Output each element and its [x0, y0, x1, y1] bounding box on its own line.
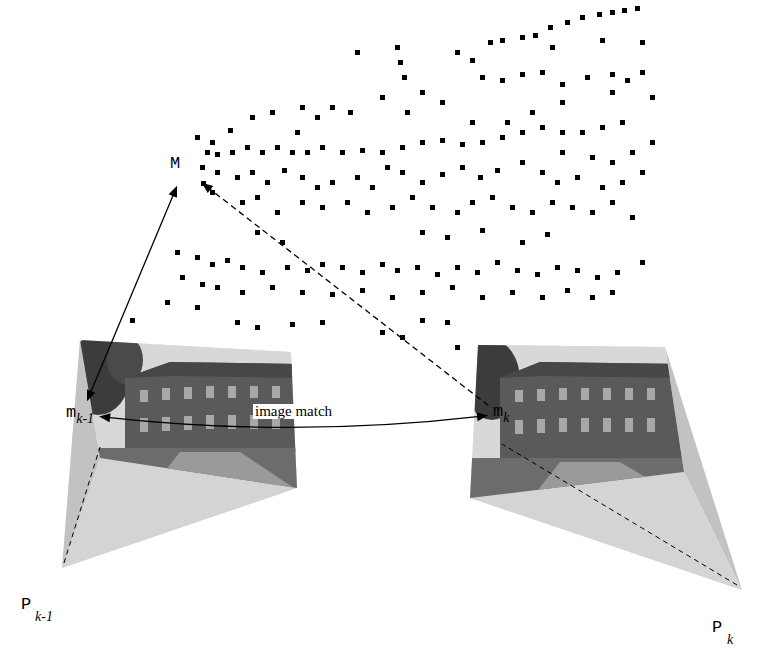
arrow-head	[477, 412, 488, 421]
camera-name: P	[21, 596, 31, 613]
point-name: m	[66, 403, 76, 422]
arrow-head	[87, 389, 95, 401]
arrow-head	[169, 186, 177, 198]
subscript-index: k-1	[35, 610, 53, 624]
subscript-index: k-1	[76, 411, 94, 426]
match-arrow	[202, 183, 489, 406]
connector-line	[208, 188, 488, 406]
projection-ray	[64, 444, 737, 585]
arrow-head	[99, 413, 110, 422]
point-name: M	[170, 154, 180, 173]
point-name: m	[493, 402, 503, 421]
point-label-node: mk-1	[64, 403, 97, 430]
point-cloud	[130, 6, 655, 350]
subscript-index: k	[503, 410, 509, 425]
connector-line	[90, 193, 174, 394]
edge-label: image match	[253, 404, 334, 419]
camera-name: P	[712, 619, 722, 636]
point-label-node: mk	[490, 402, 512, 429]
subscript-index: k	[727, 633, 733, 647]
match-arrow	[87, 186, 177, 401]
right-image	[460, 335, 695, 505]
point-label-node: M	[168, 154, 200, 184]
arrow-head	[202, 183, 213, 193]
